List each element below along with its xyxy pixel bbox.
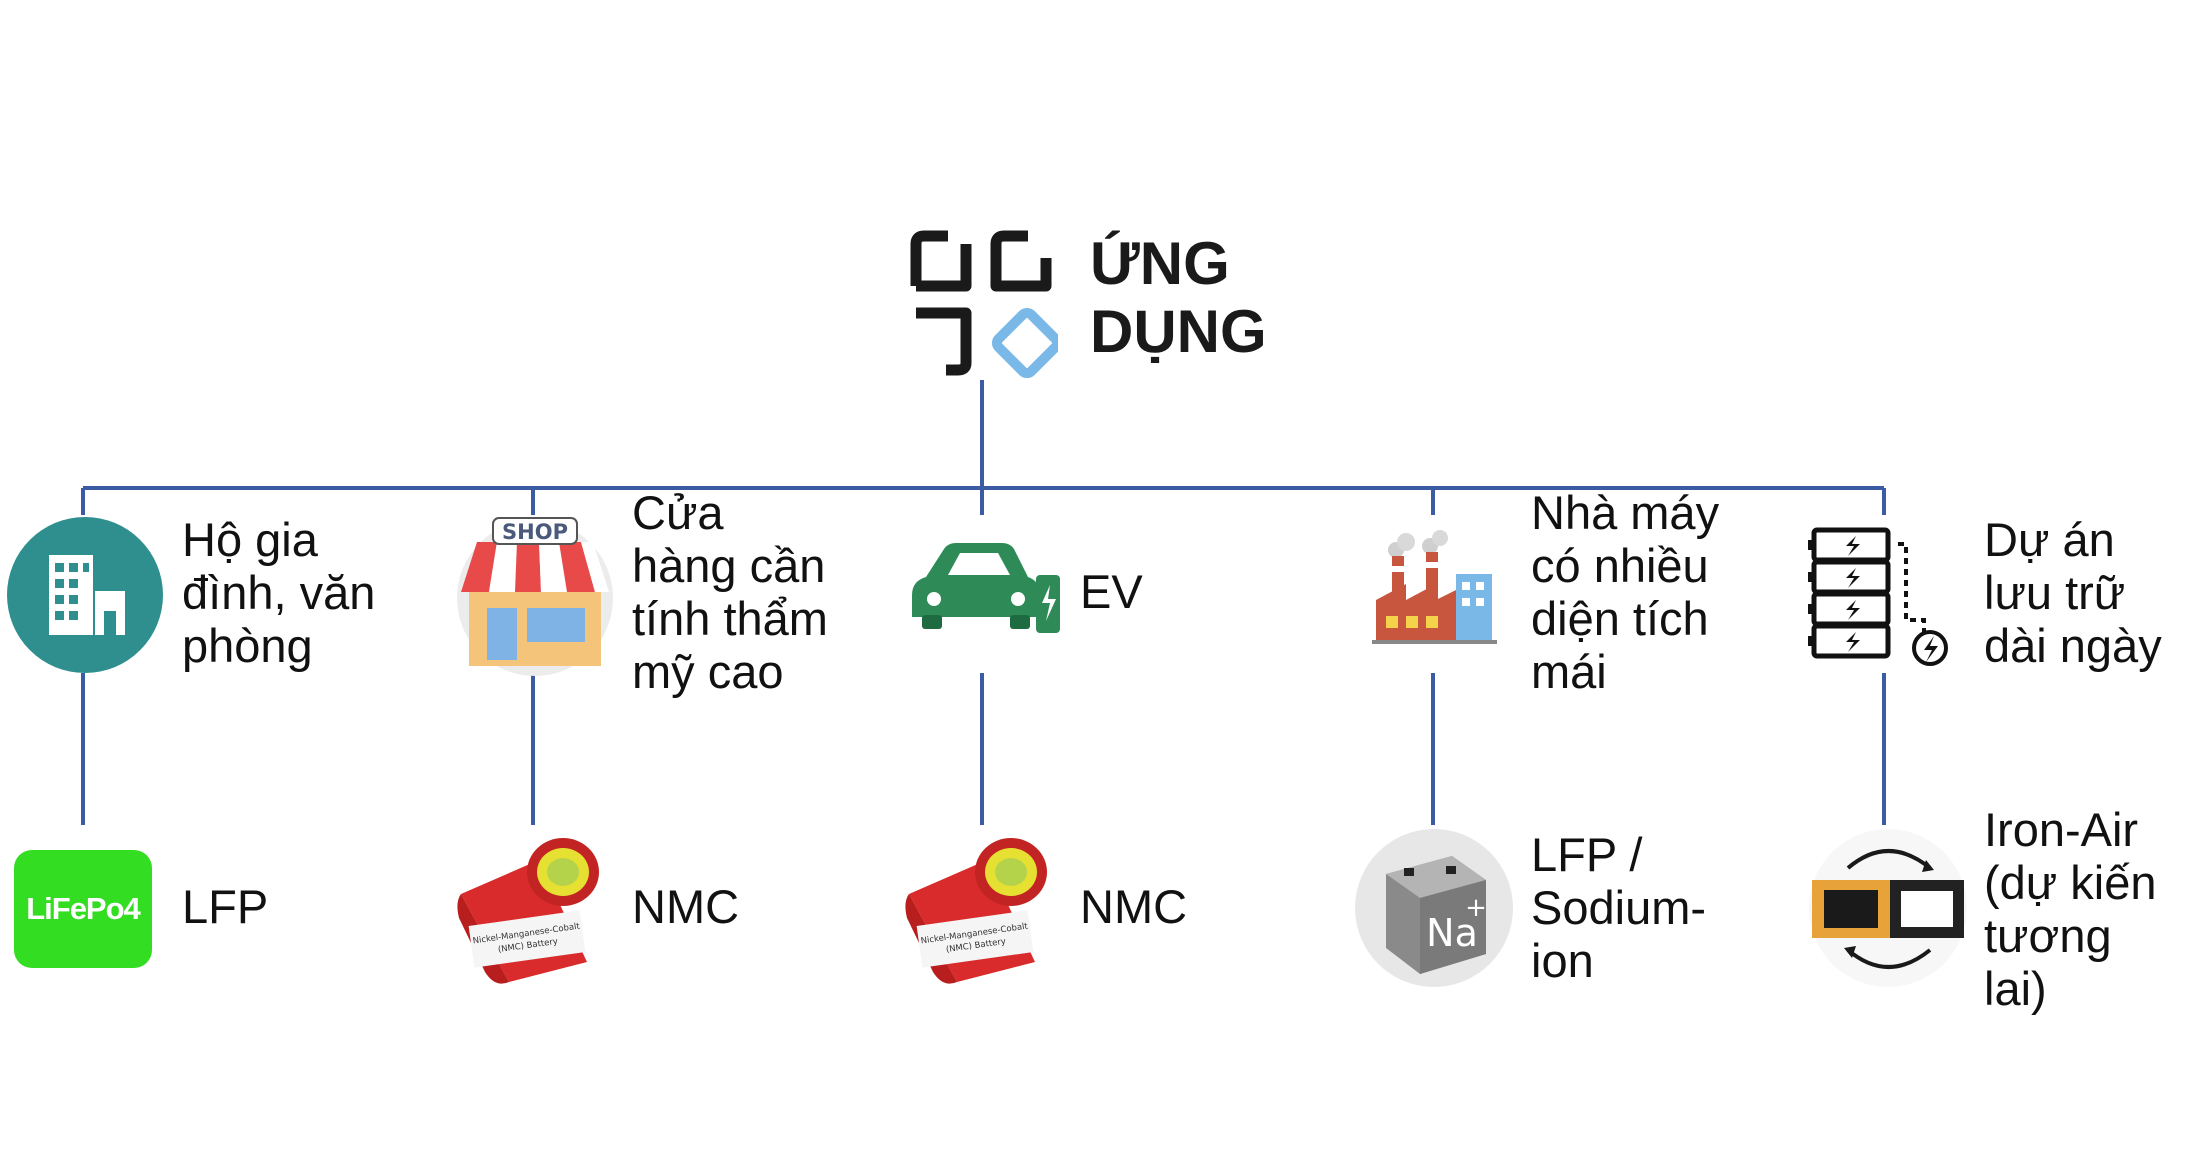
title-line-2: DỤNG [1090,298,1267,365]
electric-car-icon [912,543,1060,633]
factory-icon [1372,530,1497,644]
sodium-ion-icon: Na + [1355,829,1513,987]
nmc-battery-icon: Nickel-Manganese-Cobalt (NMC) Battery [457,838,599,984]
battery-label-2: NMC [632,880,740,933]
svg-text:SHOP: SHOP [502,520,568,544]
nmc-battery-icon: Nickel-Manganese-Cobalt (NMC) Battery [905,838,1047,984]
svg-text:+: + [1465,893,1487,923]
title-line-1: ỨNG [1090,230,1230,297]
category-label-4: Nhà máy có nhiều diện tích mái [1531,486,1720,698]
category-label-5: Dự án lưu trữ dài ngày [1984,513,2162,672]
shop-icon: SHOP [457,517,613,676]
iron-air-cycle-icon [1809,829,1967,987]
lifepo4-icon-text: LiFePo4 [26,891,141,926]
battery-storage-icon [1808,527,1948,666]
category-label-3: EV [1080,565,1143,618]
category-label-2: Cửa hàng cần tính thẩm mỹ cao [632,486,828,698]
page-title: ỨNG DỤNG [1090,230,1267,366]
battery-label-4: LFP / Sodium- ion [1531,828,1707,987]
battery-label-1: LFP [182,880,269,933]
svg-text:Na: Na [1426,911,1478,955]
apps-grid-icon [910,230,1058,378]
office-building-icon [7,517,163,673]
battery-label-5: Iron-Air (dự kiến tương lai) [1984,803,2157,1015]
lifepo4-icon: LiFePo4 [14,850,152,968]
battery-label-3: NMC [1080,880,1188,933]
category-label-1: Hộ gia đình, văn phòng [182,513,376,672]
